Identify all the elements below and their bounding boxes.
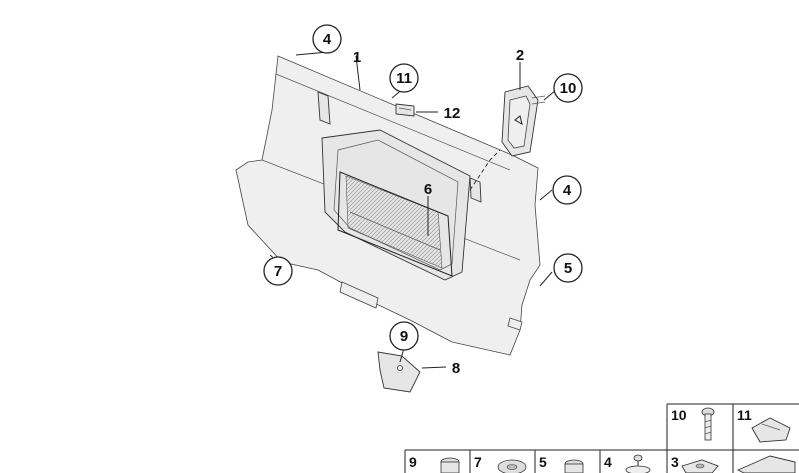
legend-number: 5	[539, 454, 547, 470]
callout-5: 5	[553, 253, 583, 283]
luggage-net-frame	[337, 171, 453, 277]
callout-label: 10	[560, 80, 577, 97]
cover-strip-icon	[736, 455, 796, 473]
grommet-icon	[440, 457, 460, 473]
legend-cell-10: 10	[671, 407, 715, 441]
callout-4-right: 4	[552, 175, 582, 205]
legend-cell-7: 7	[474, 454, 527, 473]
callout-8: 8	[452, 360, 460, 377]
callout-10: 10	[553, 73, 583, 103]
clip-12	[395, 103, 415, 117]
callout-label: 5	[564, 260, 572, 277]
bolt-icon	[701, 407, 715, 441]
callout-label: 9	[400, 328, 408, 345]
callout-7: 7	[263, 256, 293, 286]
callout-label: 6	[424, 181, 432, 198]
callout-12: 12	[444, 105, 461, 122]
legend-cell-cover-strip	[736, 455, 796, 473]
callout-label: 11	[396, 70, 412, 87]
legend-cell-4: 4	[604, 454, 651, 473]
callout-4-top: 4	[312, 24, 342, 54]
expanding-rivet-icon	[625, 454, 651, 473]
push-rivet-icon	[497, 459, 527, 473]
legend-grid: 10 11 9 7	[404, 403, 799, 473]
callout-label: 2	[516, 47, 524, 64]
callout-label: 12	[444, 105, 461, 122]
legend-number: 7	[474, 454, 482, 470]
callout-label: 7	[274, 263, 282, 280]
callout-label: 1	[353, 49, 361, 66]
legend-cell-11: 11	[737, 407, 791, 443]
spring-nut-icon	[681, 459, 719, 473]
callout-label: 4	[563, 182, 572, 199]
callout-6: 6	[424, 181, 432, 198]
legend-number: 4	[604, 454, 612, 470]
callout-9: 9	[389, 321, 419, 351]
callout-1: 1	[353, 49, 361, 66]
callout-label: 4	[323, 31, 332, 48]
legend-number: 3	[671, 454, 679, 470]
legend-number: 11	[737, 407, 752, 423]
release-handle	[501, 85, 546, 157]
legend-cell-5: 5	[539, 454, 584, 473]
legend-number: 9	[409, 454, 417, 470]
legend-cell-9: 9	[409, 454, 460, 473]
bracket-8	[377, 351, 421, 393]
callout-label: 8	[452, 360, 460, 377]
callout-11: 11	[389, 63, 419, 93]
legend-cell-3: 3	[671, 454, 719, 473]
callout-2: 2	[516, 47, 524, 64]
legend-number: 10	[671, 407, 687, 423]
clip-nut-icon	[751, 417, 791, 443]
cap-icon	[564, 459, 584, 473]
